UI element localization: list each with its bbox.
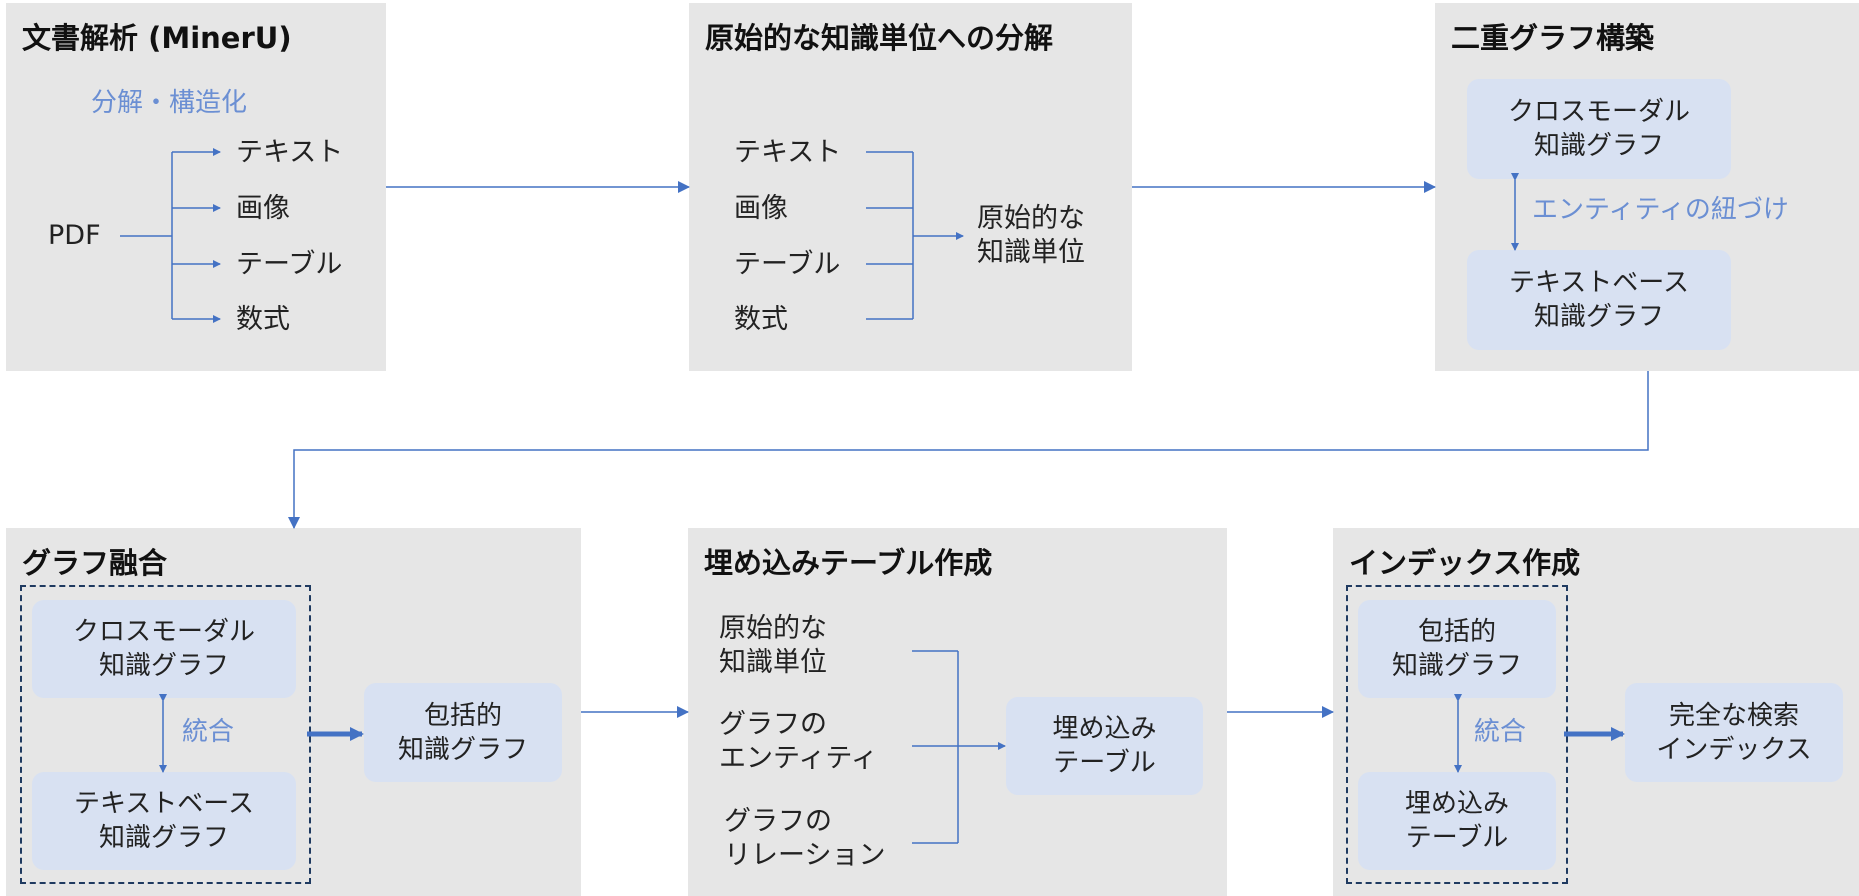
- panel-title: 文書解析 (MinerU): [22, 21, 292, 55]
- flow-arrow-3-4: [288, 371, 1649, 529]
- complete-search-index-node: 完全な検索インデックス: [1625, 683, 1843, 782]
- embedding-table-node: 埋め込みテーブル: [1358, 772, 1556, 870]
- input-text: テキスト: [734, 137, 842, 168]
- input-formula: 数式: [734, 304, 788, 335]
- input-image: 画像: [734, 193, 788, 224]
- output-image: 画像: [236, 193, 290, 224]
- panel-dual-graph: 二重グラフ構築 クロスモーダル知識グラフ テキストベース知識グラフ エンティティ…: [1435, 3, 1859, 371]
- input-table: テーブル: [734, 249, 841, 280]
- output-text: テキスト: [236, 137, 344, 168]
- cross-modal-kg-node: クロスモーダル知識グラフ: [1467, 79, 1731, 179]
- panel-title: 二重グラフ構築: [1451, 21, 1655, 55]
- primitive-unit-label: 原始的な 知識単位: [977, 203, 1085, 268]
- input-graph-relations: グラフの リレーション: [724, 806, 886, 871]
- output-table: テーブル: [236, 249, 343, 280]
- embedding-table-node: 埋め込みテーブル: [1006, 697, 1203, 795]
- comprehensive-kg-node: 包括的知識グラフ: [364, 683, 562, 782]
- entity-link-label: エンティティの紐づけ: [1532, 195, 1789, 225]
- panel-index-creation: インデックス作成 包括的知識グラフ 埋め込みテーブル 統合 完全な検索インデック…: [1333, 528, 1859, 896]
- panel-title: グラフ融合: [22, 546, 168, 580]
- pdf-label: PDF: [48, 220, 101, 251]
- cross-modal-kg-node: クロスモーダル知識グラフ: [32, 600, 296, 698]
- panel-title: インデックス作成: [1349, 546, 1581, 580]
- text-based-kg-node: テキストベース知識グラフ: [32, 772, 296, 870]
- panel-graph-fusion: グラフ融合 クロスモーダル知識グラフ テキストベース知識グラフ 統合 包括的知識…: [6, 528, 581, 896]
- panel-title: 原始的な知識単位への分解: [705, 21, 1054, 55]
- comprehensive-kg-node: 包括的知識グラフ: [1358, 600, 1556, 698]
- input-graph-entities: グラフの エンティティ: [719, 709, 878, 774]
- panel-document-parsing: 文書解析 (MinerU) 分解・構造化 PDF テキスト 画像 テーブル 数式: [6, 3, 386, 371]
- panel-title: 埋め込みテーブル作成: [704, 546, 993, 580]
- input-primitive-units: 原始的な 知識単位: [719, 613, 827, 678]
- panel-primitive-decomposition: 原始的な知識単位への分解 テキスト 画像 テーブル 数式 原始的な 知識単位: [689, 3, 1132, 371]
- text-based-kg-node: テキストベース知識グラフ: [1467, 250, 1731, 350]
- output-formula: 数式: [236, 304, 290, 335]
- merge-label: 統合: [182, 717, 235, 747]
- decompose-label: 分解・構造化: [91, 88, 248, 118]
- panel-embedding-table: 埋め込みテーブル作成 原始的な 知識単位 グラフの エンティティ グラフの リレ…: [688, 528, 1227, 896]
- merge-label: 統合: [1474, 717, 1527, 747]
